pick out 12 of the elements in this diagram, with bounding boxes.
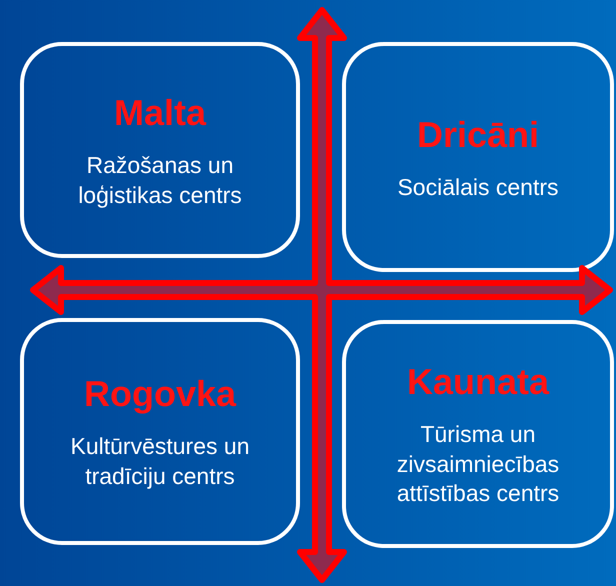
rounded-box bbox=[20, 318, 300, 545]
rounded-box bbox=[20, 42, 300, 258]
description: Tūrisma un zivsaimniecības attīstības centrs bbox=[396, 420, 560, 508]
description: Sociālais centrs bbox=[397, 172, 559, 202]
heading: Kaunata bbox=[406, 360, 550, 404]
heading: Dricāni bbox=[416, 112, 540, 157]
heading: Rogovka bbox=[84, 372, 236, 416]
rounded-box bbox=[342, 320, 614, 548]
description: Kultūrvēstures un tradīciju centrs bbox=[70, 432, 250, 491]
rounded-box bbox=[342, 42, 614, 272]
description: Ražošanas un loģistikas centrs bbox=[77, 150, 243, 210]
heading: Malta bbox=[114, 90, 206, 135]
